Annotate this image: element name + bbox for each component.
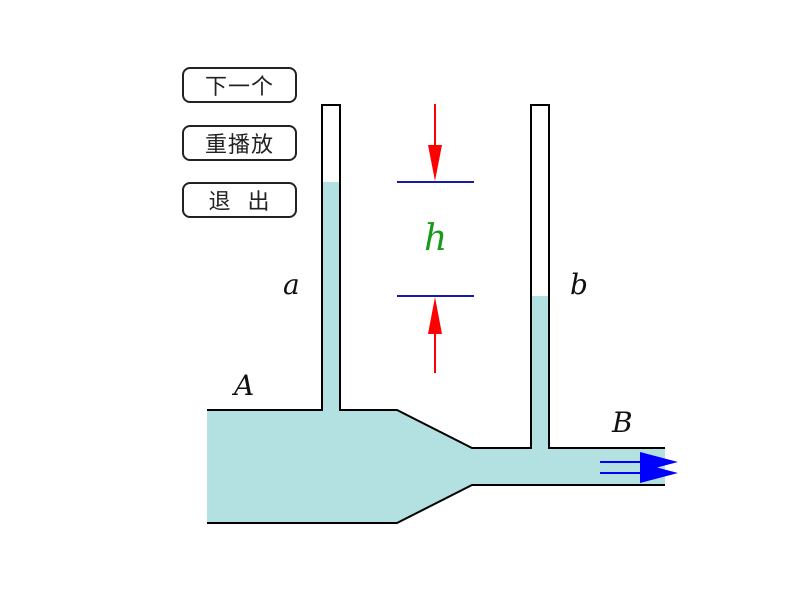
exit-button[interactable]: 退 出 — [182, 182, 297, 218]
pipe-water — [207, 410, 665, 523]
flow-arrow-icon — [600, 452, 678, 483]
next-button[interactable]: 下一个 — [182, 67, 297, 103]
height-label: h — [424, 218, 447, 259]
pipe-top-outline — [207, 104, 665, 449]
arrow-down-icon — [428, 104, 442, 181]
tube-b-water — [531, 296, 549, 449]
replay-button[interactable]: 重播放 — [182, 125, 297, 161]
section-B-label: B — [611, 406, 633, 439]
tube-a-label: a — [283, 268, 300, 301]
tube-b-label: b — [570, 268, 588, 301]
section-A-label: A — [231, 369, 254, 402]
arrow-up-icon — [428, 297, 442, 373]
pipe-bottom-outline — [207, 484, 665, 524]
tube-a-water — [322, 182, 340, 411]
